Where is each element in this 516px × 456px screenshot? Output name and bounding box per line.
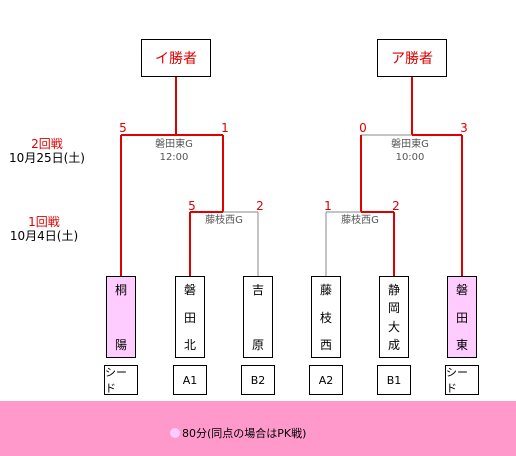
team-name-char: 成 [387,337,400,352]
slot-box: シード [445,365,479,395]
team-box: 桐陽 [106,276,136,358]
round1-name: 1回戦 [28,215,60,229]
team-box: 磐田東 [447,276,477,358]
team-name-char: 磐 [455,283,468,297]
slot-box: A2 [309,365,343,395]
seed-legend-dot [170,428,180,438]
venue-left-final: 磐田東G 12:00 [134,138,214,164]
team-name-char: 桐 [114,283,127,297]
team-box: 藤枝西 [311,276,341,358]
team-box: 磐田北 [175,276,205,358]
venue-right-final-time: 10:00 [395,152,425,163]
team-name-char: 大 [387,319,400,334]
round2-name: 2回戦 [31,137,63,151]
round1-label: 1回戦 10月4日(土) [2,215,86,243]
slot-box: B1 [377,365,411,395]
winner-label-a: ア勝者 [391,51,433,67]
slot-box: B2 [241,365,275,395]
round2-date: 10月25日(土) [9,151,85,165]
winner-box-i: イ勝者 [141,39,211,77]
venue-right-final: 磐田東G 10:00 [370,138,450,164]
round1-date: 10月4日(土) [9,229,79,243]
venue-left-final-time: 12:00 [159,152,189,163]
venue-left-r1: 藤枝西G [184,214,264,227]
score-right-r1-right: 2 [392,199,400,213]
team-box: 吉原 [243,276,273,358]
team-name-char: 原 [251,338,264,352]
footer-note: 80分(同点の場合はPK戦) [170,425,306,441]
slot-box: シード [104,365,138,395]
team-name-char: 田 [183,310,196,325]
team-name-char: 西 [319,338,332,352]
team-name-char: 藤 [319,283,332,297]
team-name-char: 北 [183,338,196,352]
team-name-char: 枝 [319,310,332,325]
score-right-r1-left: 1 [324,199,332,213]
team-name-char: 陽 [114,338,127,352]
venue-right-final-name: 磐田東G [391,139,429,150]
team-box: 静岡大成 [379,276,409,358]
score-left-r1-left: 5 [188,199,196,213]
winner-label-i: イ勝者 [155,51,197,67]
score-left-final-right: 1 [221,121,229,135]
round2-label: 2回戦 10月25日(土) [2,137,92,165]
slot-box: A1 [173,365,207,395]
team-name-char: 田 [455,310,468,325]
team-name-char: 静 [387,283,400,297]
score-left-final-left: 5 [119,121,127,135]
footer-note-text: 80分(同点の場合はPK戦) [182,427,307,440]
score-left-r1-right: 2 [256,199,264,213]
footer-band [0,401,516,456]
team-name-char: 岡 [387,301,400,316]
team-name-char: 磐 [183,283,196,297]
venue-right-r1: 藤枝西G [320,214,400,227]
venue-left-final-name: 磐田東G [155,139,193,150]
venue-right-r1-name: 藤枝西G [341,215,379,226]
score-right-final-left: 0 [359,121,367,135]
team-name-char: 東 [455,338,468,352]
score-right-final-right: 3 [460,121,468,135]
winner-box-a: ア勝者 [377,39,447,77]
venue-left-r1-name: 藤枝西G [205,215,243,226]
team-name-char: 吉 [251,283,264,297]
